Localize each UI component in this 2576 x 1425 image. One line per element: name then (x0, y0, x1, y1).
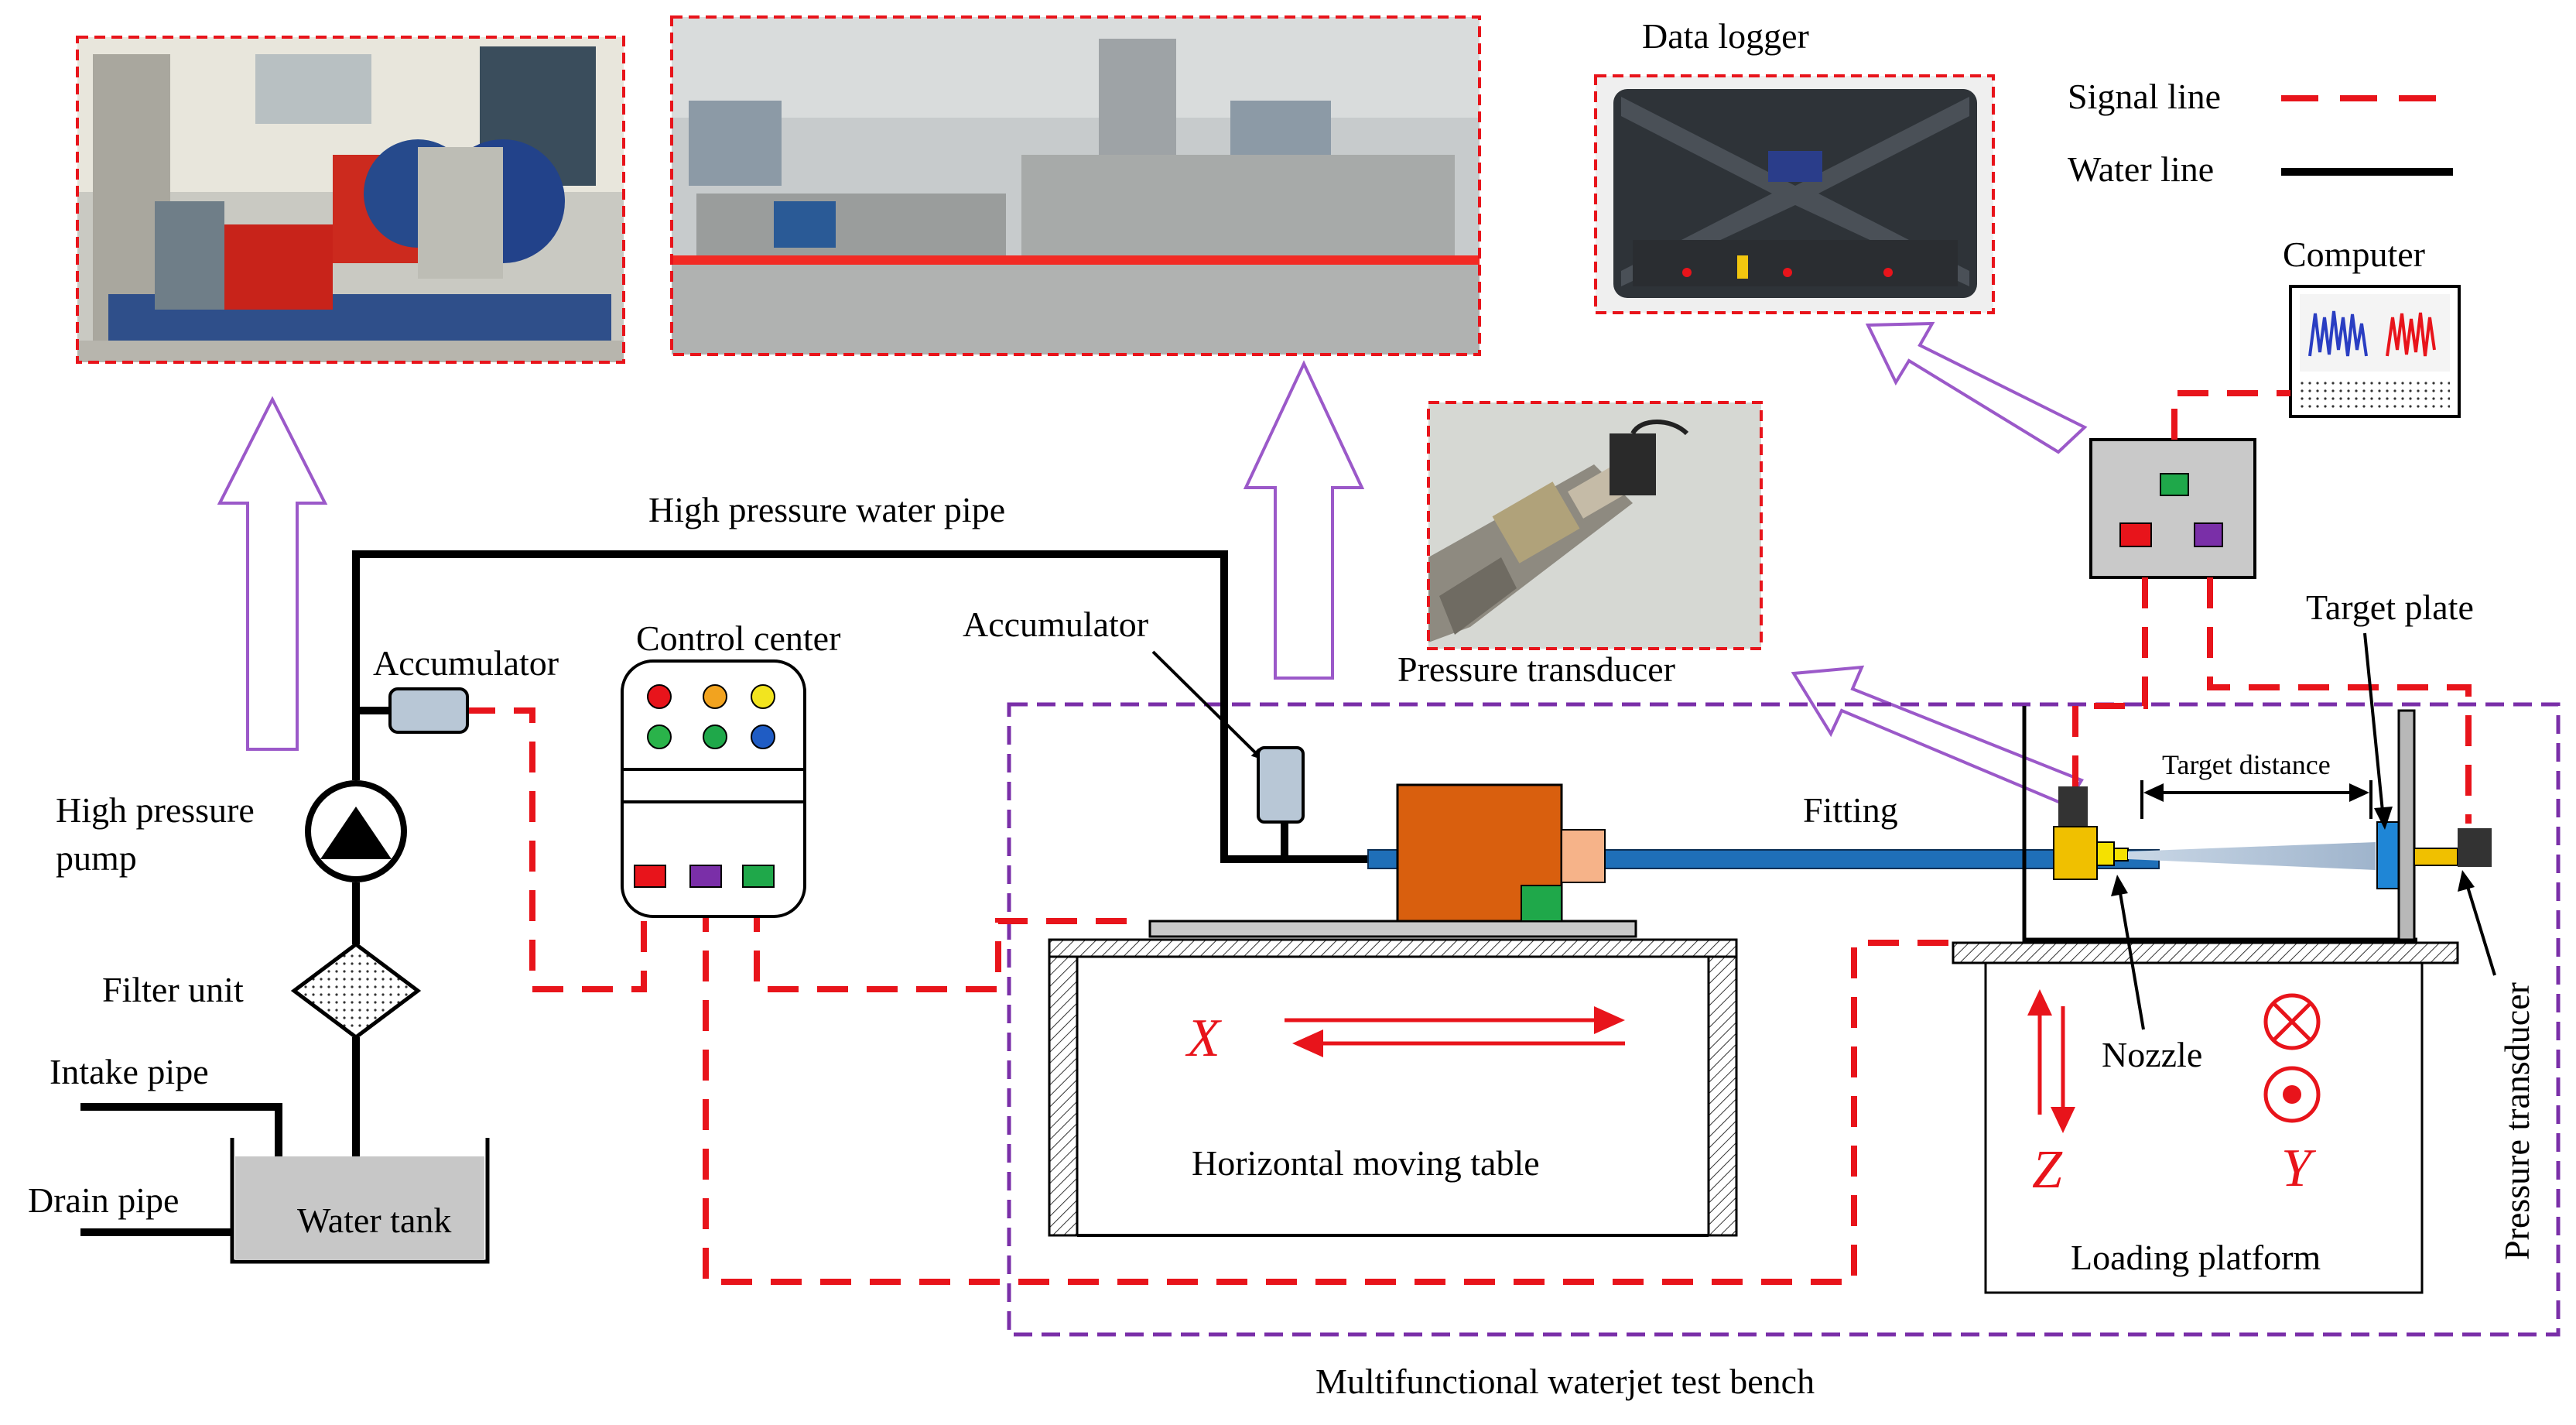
intake-pipe-label: Intake pipe (50, 1052, 209, 1091)
x-direction-arrows (1285, 1006, 1625, 1057)
pump-photo-frame (76, 36, 625, 364)
data-logger-label: Data logger (1642, 16, 1809, 56)
water-tank-label: Water tank (297, 1201, 451, 1240)
pump-triangle-icon (320, 807, 392, 859)
target-distance-label: Target distance (2162, 749, 2331, 780)
interface-port-green (2160, 473, 2189, 496)
data-logger-photo (1596, 76, 1993, 313)
accumulator-left-label: Accumulator (373, 643, 559, 683)
target-plate (2397, 709, 2416, 941)
horizontal-moving-table-label: Horizontal moving table (1192, 1143, 1540, 1183)
pressure-transducer-photo (1428, 402, 1761, 649)
block-sensor (1521, 885, 1562, 922)
lab-photo-frame (670, 15, 1481, 356)
signal-interface-box (2089, 438, 2256, 579)
arrow-to-transducer-photo (1791, 665, 2084, 807)
control-center-label: Control center (636, 618, 840, 658)
table-left-leg (1048, 955, 1079, 1237)
block-coupling (1561, 829, 1606, 883)
led-green-1 (647, 724, 672, 749)
lab-photo (672, 17, 1480, 355)
led-yellow (751, 684, 775, 709)
nozzle-transducer (2058, 786, 2088, 828)
fitting-label: Fitting (1803, 790, 1898, 830)
accumulator-left (388, 687, 469, 734)
pressure-transducer-photo-label: Pressure transducer (1397, 649, 1675, 689)
water-lines (80, 550, 1368, 1236)
computer-icon (2289, 285, 2461, 418)
high-pressure-pipe-label: High pressure water pipe (648, 490, 1005, 529)
pressure-transducer-vertical-label: Pressure transducer (2497, 982, 2537, 1260)
axis-z-label: Z (2032, 1140, 2063, 1200)
data-logger-photo-frame (1594, 74, 1995, 314)
pump-label-1: High pressure (56, 790, 255, 830)
computer-label: Computer (2283, 235, 2425, 274)
signal-lines (464, 390, 2472, 1285)
water-jet (2128, 842, 2376, 870)
pump-photo (77, 37, 624, 362)
y-direction-symbols (2263, 993, 2321, 1123)
plate-transducer-stem (2414, 848, 2458, 866)
nozzle-frame (2022, 706, 2417, 942)
filter-unit-label: Filter unit (102, 970, 244, 1009)
drain-pipe-label: Drain pipe (28, 1180, 179, 1220)
led-green-2 (703, 724, 727, 749)
legend-signal-label: Signal line (2068, 77, 2221, 116)
table-top-rail (1048, 938, 1738, 958)
control-center (621, 659, 806, 918)
accumulator-right-label: Accumulator (963, 605, 1148, 644)
led-blue (751, 724, 775, 749)
interface-port-red (2119, 522, 2152, 547)
axis-y-label: Y (2281, 1139, 2317, 1198)
nozzle-label: Nozzle (2102, 1035, 2202, 1074)
arrow-to-pump-photo (217, 396, 328, 751)
water-tank (235, 1156, 484, 1260)
table-right-leg (1707, 955, 1738, 1237)
plate-transducer (2458, 828, 2492, 867)
control-port-purple (689, 865, 722, 888)
loading-platform (1984, 961, 2424, 1294)
accumulator-right (1257, 746, 1305, 824)
z-direction-arrows (2027, 989, 2075, 1133)
target-plate-label: Target plate (2306, 587, 2474, 627)
bench-caption: Multifunctional waterjet test bench (1315, 1362, 1815, 1401)
arrow-to-data-logger (1865, 321, 2088, 454)
arrow-to-lab-photo (1243, 360, 1365, 680)
nozzle-tip (2096, 841, 2115, 866)
axis-x-label: X (1185, 1009, 1223, 1068)
led-orange (703, 684, 727, 709)
pump-label-2: pump (56, 838, 137, 878)
nozzle-body (2053, 826, 2098, 880)
target-plate-face (2376, 821, 2400, 889)
control-port-green (742, 865, 775, 888)
led-red (647, 684, 672, 709)
platform-rail (1952, 941, 2459, 964)
filter-unit (290, 941, 422, 1040)
nozzle-orifice (2113, 848, 2129, 862)
loading-platform-label: Loading platform (2071, 1238, 2321, 1277)
legend-water-label: Water line (2068, 149, 2214, 189)
test-bench-boundary (1007, 702, 2561, 1337)
control-port-red (634, 865, 666, 888)
table-top-plate (1148, 920, 1637, 938)
interface-port-purple (2194, 522, 2223, 547)
